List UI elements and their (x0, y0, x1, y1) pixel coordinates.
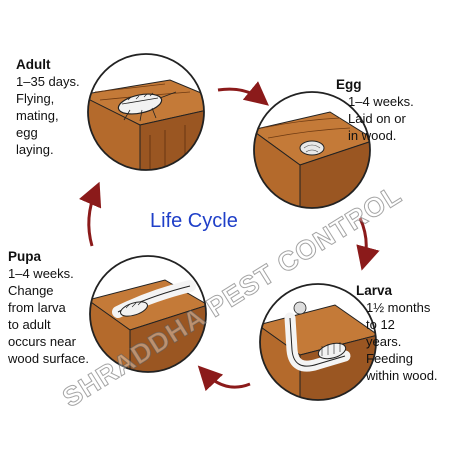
larva-title: Larva (356, 283, 393, 298)
adult-stage-illustration (87, 53, 205, 171)
pupa-description: 1–4 weeks. Change from larva to adult oc… (8, 266, 89, 366)
larva-description: 1½ months to 12 years. Feeding within wo… (366, 300, 438, 383)
egg-description: 1–4 weeks. Laid on or in wood. (348, 94, 414, 143)
arrow-egg-to-larva (356, 217, 380, 271)
egg-title: Egg (336, 77, 362, 92)
center-title: Life Cycle (150, 210, 238, 232)
arrow-pupa-to-adult (79, 181, 102, 247)
arrow-larva-to-pupa (197, 365, 251, 392)
pupa-stage-illustration (89, 255, 207, 373)
adult-title: Adult (16, 57, 51, 72)
beetle-icon (117, 91, 177, 122)
pupa-title: Pupa (8, 249, 42, 264)
adult-label: Adult 1–35 days. Flying, mating, egg lay… (16, 56, 80, 158)
adult-description: 1–35 days. Flying, mating, egg laying. (16, 74, 80, 157)
arrow-adult-to-egg (217, 81, 269, 106)
larva-stage-illustration (259, 283, 377, 401)
larva-label: Larva 1½ months to 12 years. Feeding wit… (356, 282, 438, 384)
larva-icon (317, 342, 347, 360)
egg-cluster-icon (299, 140, 325, 156)
pupa-icon (120, 300, 148, 317)
egg-label: Egg 1–4 weeks. Laid on or in wood. (336, 76, 414, 144)
watermark-text: SHRADDHA PEST CONTROL (57, 179, 407, 413)
pupa-label: Pupa 1–4 weeks. Change from larva to adu… (8, 248, 89, 367)
